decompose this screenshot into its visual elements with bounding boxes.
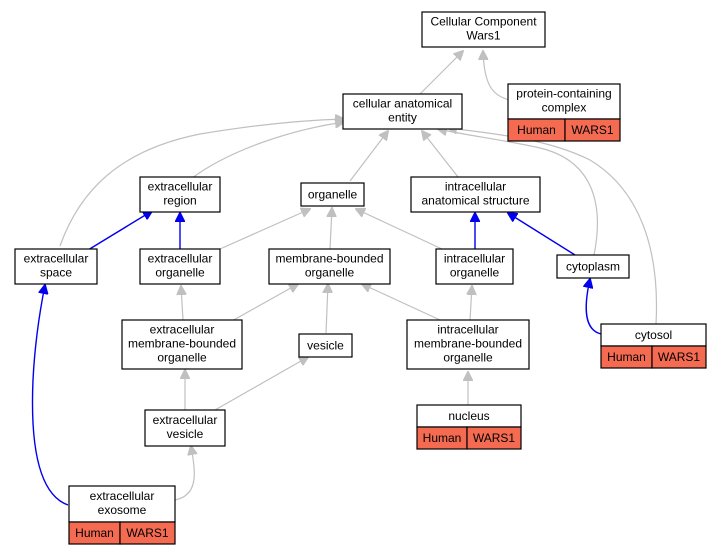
edge-exspace-cae — [59, 119, 344, 247]
node-label: intracellular — [437, 323, 498, 337]
node-extracellular-vesicle[interactable]: extracellular vesicle — [144, 409, 226, 447]
annotation-gene: WARS1 — [126, 526, 169, 540]
annotation-gene: WARS1 — [658, 350, 701, 364]
node-label: organelle — [308, 188, 358, 202]
edges — [31, 51, 658, 506]
annotation-species: Human — [517, 123, 556, 137]
node-label: intracellular — [444, 252, 505, 266]
edge-embo-exorg — [181, 286, 183, 321]
node-label: space — [40, 266, 72, 280]
node-cytosol[interactable]: cytosol Human WARS1 — [600, 323, 707, 369]
node-label: region — [163, 194, 196, 208]
node-intracellular-organelle[interactable]: intracellular organelle — [435, 248, 514, 285]
node-extracellular-space[interactable]: extracellular space — [14, 248, 98, 285]
node-vesicle[interactable]: vesicle — [298, 333, 353, 358]
annotation-gene: WARS1 — [473, 431, 516, 445]
annotation-species: Human — [607, 350, 646, 364]
node-label: extracellular — [148, 180, 213, 194]
node-label: membrane-bounded — [414, 337, 522, 351]
edge-exorg-organelle — [219, 209, 310, 250]
edge-io-organelle — [356, 209, 443, 250]
node-label: Cellular Component — [430, 15, 537, 29]
edge-exspace-exregion — [87, 211, 152, 251]
node-label: extracellular — [150, 323, 215, 337]
node-label: intracellular — [445, 180, 506, 194]
node-label: organelle — [155, 266, 205, 280]
node-cellular-anatomical-entity[interactable]: cellular anatomical entity — [342, 93, 463, 130]
node-label: cellular anatomical — [353, 97, 452, 111]
edge-ias-cae — [422, 131, 459, 178]
edge-imbo-mbo — [362, 284, 441, 321]
edge-organelle-cae — [349, 131, 388, 182]
annotation-species: Human — [75, 526, 114, 540]
node-extracellular-exosome[interactable]: extracellular exosome Human WARS1 — [68, 485, 176, 545]
node-intracellular-membrane-bounded-organelle[interactable]: intracellular membrane-bounded organelle — [406, 319, 530, 370]
node-extracellular-membrane-bounded-organelle[interactable]: extracellular membrane-bounded organelle — [121, 319, 243, 370]
node-label: cytosol — [635, 328, 672, 342]
node-nucleus[interactable]: nucleus Human WARS1 — [416, 404, 522, 450]
edge-exosome-exves — [174, 446, 194, 501]
node-extracellular-organelle[interactable]: extracellular organelle — [139, 248, 221, 285]
edge-cae-root — [419, 51, 463, 95]
node-intracellular-anatomical-structure[interactable]: intracellular anatomical structure — [410, 176, 541, 213]
annotation-gene-cell — [651, 345, 707, 369]
edge-cytosol-cytoplasm — [586, 279, 602, 335]
node-label: Wars1 — [466, 29, 501, 43]
node-organelle[interactable]: organelle — [300, 182, 365, 207]
node-label: organelle — [450, 266, 500, 280]
edge-exosome-exspace — [31, 285, 69, 506]
node-label: entity — [388, 111, 417, 125]
edge-cytosol-cae — [448, 128, 658, 325]
node-label: nucleus — [448, 409, 489, 423]
node-label: organelle — [157, 351, 207, 365]
annotation-gene-cell — [466, 426, 522, 450]
node-label: extracellular — [148, 252, 213, 266]
edge-imbo-io — [470, 286, 472, 321]
node-label: organelle — [305, 266, 355, 280]
node-label: cytoplasm — [566, 260, 620, 274]
edge-mbo-organelle — [330, 208, 332, 250]
node-label: complex — [542, 101, 587, 115]
node-label: organelle — [443, 351, 493, 365]
edge-vesicle-mbo — [326, 284, 328, 334]
edge-complex-root — [483, 51, 511, 101]
edge-exves-vesicle — [214, 357, 308, 411]
node-cytoplasm[interactable]: cytoplasm — [556, 254, 630, 279]
node-label: vesicle — [307, 339, 344, 353]
node-cellular-component[interactable]: Cellular Component Wars1 — [421, 11, 546, 48]
node-label: exosome — [98, 503, 147, 517]
edge-embo-mbo — [229, 284, 298, 323]
edge-cytoplasm-cae — [438, 129, 598, 256]
annotation-gene-cell — [119, 521, 176, 545]
annotation-gene: WARS1 — [571, 123, 614, 137]
node-protein-containing-complex[interactable]: protein-containing complex Human WARS1 — [507, 83, 621, 142]
node-label: protein-containing — [516, 87, 611, 101]
annotation-species: Human — [423, 431, 462, 445]
node-label: vesicle — [167, 427, 204, 441]
edge-cytoplasm-ias — [508, 213, 576, 256]
node-extracellular-region[interactable]: extracellular region — [139, 176, 221, 213]
node-label: extracellular — [24, 252, 89, 266]
node-label: anatomical structure — [421, 194, 529, 208]
annotation-gene-cell — [564, 118, 621, 142]
nodes: Cellular Component Wars1 protein-contain… — [14, 11, 707, 545]
node-label: extracellular — [90, 489, 155, 503]
node-label: extracellular — [153, 413, 218, 427]
node-membrane-bounded-organelle[interactable]: membrane-bounded organelle — [268, 248, 391, 285]
edge-exregion-cae — [191, 122, 344, 179]
node-label: membrane-bounded — [128, 337, 236, 351]
node-label: membrane-bounded — [275, 252, 383, 266]
